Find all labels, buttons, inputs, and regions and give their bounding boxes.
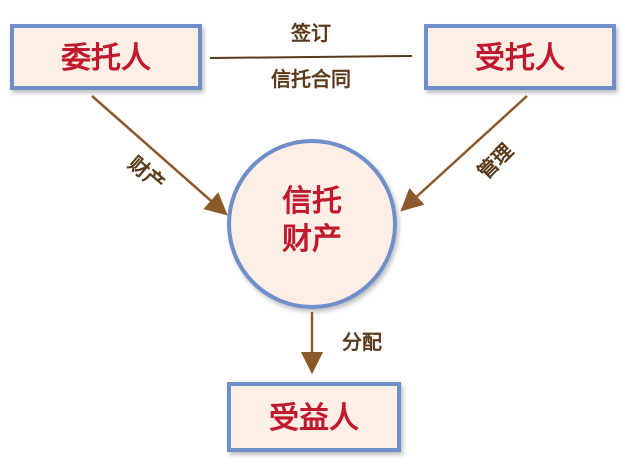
property-arrow — [91, 95, 228, 216]
sign-label: 签订 — [290, 21, 331, 45]
trust-property-circle — [227, 139, 397, 309]
trust-property-label-line2: 财产 — [282, 222, 342, 257]
beneficiary-box — [227, 382, 401, 452]
trustee-node: 受托人 — [424, 24, 616, 90]
trust-property-label-line1: 信托 — [282, 184, 342, 219]
contract-label: 信托合同 — [271, 67, 351, 91]
manage-label: 管理 — [473, 139, 518, 184]
trustor-node: 委托人 — [10, 24, 202, 90]
trustor-box — [10, 24, 202, 90]
contract-line — [209, 55, 413, 59]
distribute-label: 分配 — [342, 330, 382, 354]
trustee-box — [424, 24, 616, 90]
manage-arrow — [400, 95, 528, 212]
trustee-label: 受托人 — [475, 41, 565, 76]
beneficiary-node: 受益人 — [227, 382, 401, 452]
beneficiary-label: 受益人 — [269, 401, 359, 436]
trustor-label: 委托人 — [61, 41, 151, 76]
trust-property-node: 信托 财产 — [227, 139, 397, 309]
